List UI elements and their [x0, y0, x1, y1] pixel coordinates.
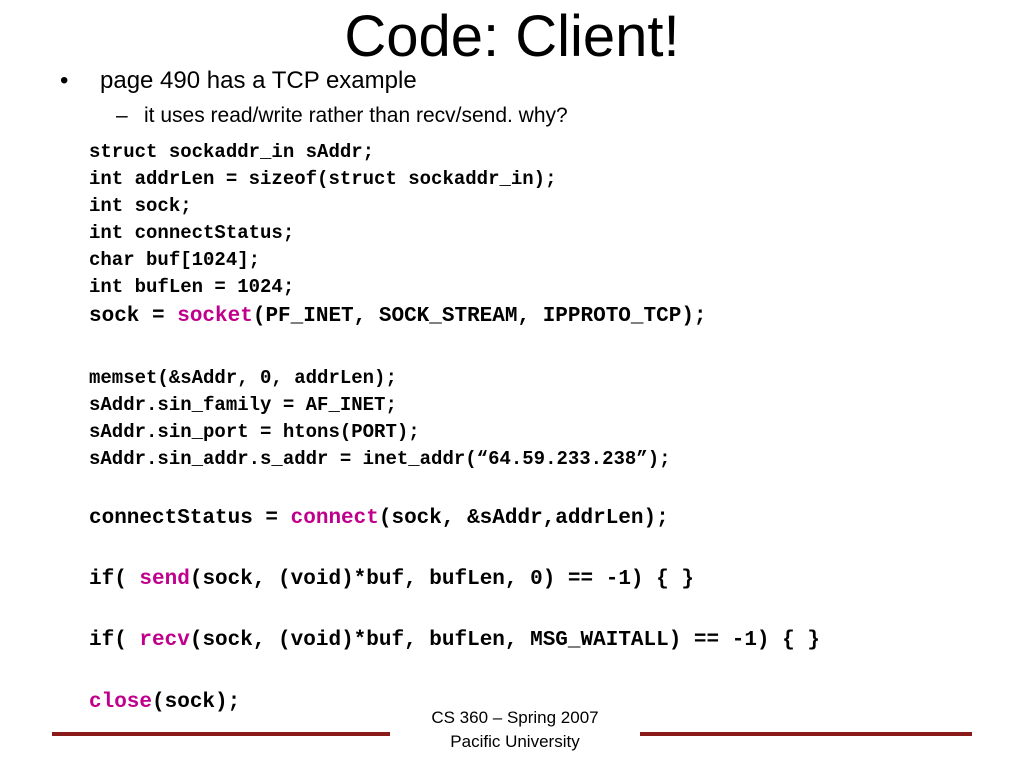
code-line: int addrLen = sizeof(struct sockaddr_in)…	[89, 168, 557, 190]
bullet-marker: •	[60, 67, 69, 94]
code-text: if(	[89, 568, 140, 591]
code-line: sAddr.sin_family = AF_INET;	[89, 394, 397, 416]
code-line-recv: if( recv(sock, (void)*buf, bufLen, MSG_W…	[89, 627, 820, 655]
function-name-send: send	[139, 568, 190, 591]
code-line: memset(&sAddr, 0, addrLen);	[89, 367, 397, 389]
code-line: int sock;	[89, 195, 192, 217]
slide-title: Code: Client!	[344, 4, 680, 69]
code-text: connectStatus =	[89, 507, 291, 530]
code-text: (sock, (void)*buf, bufLen, 0) == -1) { }	[189, 568, 694, 591]
bullet-marker: –	[116, 104, 128, 127]
footer: CS 360 – Spring 2007 Pacific University	[390, 706, 640, 754]
footer-rule-left	[52, 732, 418, 736]
code-text: sock =	[89, 305, 178, 328]
footer-rule-right	[606, 732, 972, 736]
function-name-close: close	[89, 691, 153, 714]
bullet-level-1: • page 490 has a TCP example	[60, 66, 417, 96]
footer-course: CS 360 – Spring 2007	[431, 708, 599, 727]
code-text: if(	[89, 629, 140, 652]
footer-institution: Pacific University	[450, 732, 580, 751]
function-name-recv: recv	[139, 629, 190, 652]
code-text: (sock, (void)*buf, bufLen, MSG_WAITALL) …	[189, 629, 820, 652]
function-name-socket: socket	[177, 305, 253, 328]
code-text: (PF_INET, SOCK_STREAM, IPPROTO_TCP);	[252, 305, 707, 328]
code-text: (sock, &sAddr,addrLen);	[378, 507, 669, 530]
code-line: struct sockaddr_in sAddr;	[89, 141, 375, 163]
code-line: int connectStatus;	[89, 222, 295, 244]
bullet-level-2: –it uses read/write rather than recv/sen…	[116, 102, 568, 130]
code-text: (sock);	[152, 691, 241, 714]
code-line: sAddr.sin_addr.s_addr = inet_addr(“64.59…	[89, 448, 671, 470]
code-line-send: if( send(sock, (void)*buf, bufLen, 0) ==…	[89, 566, 694, 594]
code-line-connect: connectStatus = connect(sock, &sAddr,add…	[89, 505, 669, 533]
code-line: sAddr.sin_port = htons(PORT);	[89, 421, 420, 443]
code-line-close: close(sock);	[89, 689, 240, 717]
code-line: int bufLen = 1024;	[89, 276, 295, 298]
code-line-socket: sock = socket(PF_INET, SOCK_STREAM, IPPR…	[89, 303, 707, 331]
code-line: char buf[1024];	[89, 249, 261, 271]
bullet-text: page 490 has a TCP example	[100, 67, 417, 94]
bullet-text: it uses read/write rather than recv/send…	[144, 104, 568, 127]
function-name-connect: connect	[290, 507, 379, 530]
